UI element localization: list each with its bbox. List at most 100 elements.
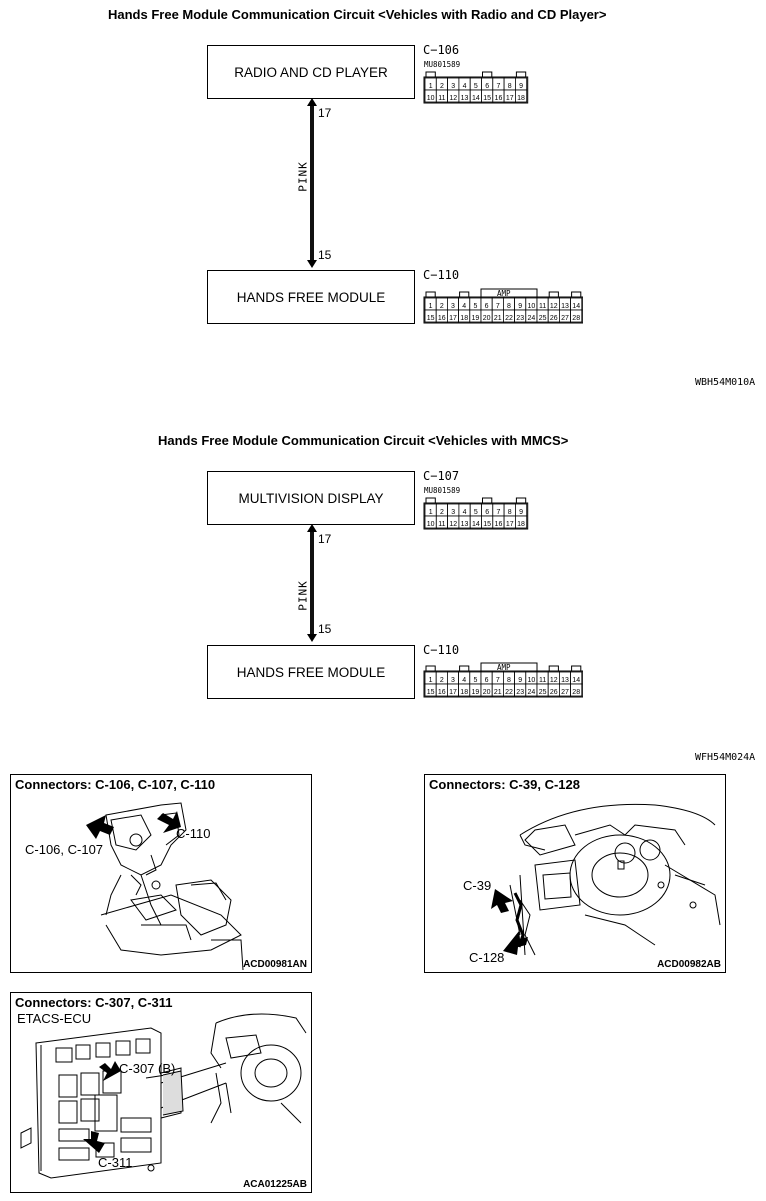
connector-id-c107: C−107 [423,469,460,483]
connector-pin-number: 5 [473,677,477,684]
panel1-title: Connectors: C-106, C-107, C-110 [15,777,216,792]
connector-location-panel-1: Connectors: C-106, C-107, C-110 C-110 C-… [10,774,312,973]
pin-15-label-1: 15 [318,248,332,262]
connector-pin-number: 25 [539,689,547,696]
connector-pin-number: 13 [561,677,569,684]
diagram1-code: WBH54M010A [695,377,756,388]
diagram2-title: Hands Free Module Communication Circuit … [158,433,569,448]
arrow-c311 [83,1131,105,1153]
connector-pin-number: 4 [462,303,466,310]
connector-pin-number: 23 [516,689,524,696]
connector-pin-number: 3 [451,303,455,310]
diagram2-code: WFH54M024A [695,752,756,763]
connector-pin [515,515,528,529]
etacs-ecu-illustration [20,1013,307,1179]
connector-pin-number: 27 [561,689,569,696]
connector-pin-number: 22 [505,689,513,696]
connector-pin [515,89,528,103]
connector-pin-number: 9 [518,303,522,310]
connector-pin-number: 24 [528,315,536,322]
panel2-code: ACD00982AB [657,959,721,970]
connector-pin-number: 14 [472,95,480,102]
amp-label-1: AMP [497,289,511,298]
connector-pin [570,309,583,323]
part-number-c106: MU801589 [424,60,461,69]
connector-pin-number: 8 [507,677,511,684]
connector-pin-number: 6 [485,509,489,516]
connector-pin-number: 14 [472,521,480,528]
arrow-c307 [99,1061,121,1081]
connector-pin-number: 12 [449,521,457,528]
connector-pin-number: 11 [438,521,445,528]
connector-pin-number: 1 [429,677,433,684]
connector-pin-number: 26 [550,689,558,696]
connector-pin-number: 5 [474,83,478,90]
pink-wire-2 [310,530,314,636]
connector-pin-number: 7 [496,509,500,516]
connector-pin-number: 22 [505,315,513,322]
hands-free-module-box-1: HANDS FREE MODULE [207,270,415,324]
connector-pin-number: 2 [440,509,444,516]
pink-wire-1 [310,104,314,262]
connector-pin-number: 16 [438,315,446,322]
connector-pin-number: 19 [472,315,480,322]
arrow-c128 [503,931,528,955]
connector-pin-number: 6 [485,677,489,684]
connector-pin-number: 10 [528,677,536,684]
connector-pin-number: 1 [429,509,433,516]
radio-cd-player-box: RADIO AND CD PLAYER [207,45,415,99]
connector-pin-number: 11 [539,303,546,310]
wire-arrow-top-1 [307,98,317,106]
connector-id-c110-1: C−110 [423,268,460,282]
wire-arrow-bottom-1 [307,260,317,268]
pin-17-label-1: 17 [318,106,332,120]
amp-label-2: AMP [497,663,511,672]
diagram1-title: Hands Free Module Communication Circuit … [108,7,607,22]
arrow-c39 [491,889,513,913]
label-c39: C-39 [463,878,492,893]
connector-pin-number: 17 [506,95,514,102]
panel2-title: Connectors: C-39, C-128 [429,777,580,792]
connector-location-panel-3: Connectors: C-307, C-311 ETACS-ECU [10,992,312,1193]
connector-pin-number: 12 [550,677,558,684]
connector-pin-number: 1 [429,83,433,90]
connector-id-c110-2: C−110 [423,643,460,657]
connector-pin-number: 2 [440,303,444,310]
label-etacs-ecu: ETACS-ECU [17,1011,92,1026]
connector-pin-number: 4 [463,83,467,90]
pin-15-label-2: 15 [318,622,332,636]
connector-pin-number: 17 [449,315,457,322]
connector-pin-number: 10 [528,303,536,310]
panel3-code: ACA01225AB [243,1179,307,1190]
wire-color-label-1: PINK [296,161,310,192]
connector-pin-number: 13 [461,521,469,528]
multivision-display-box: MULTIVISION DISPLAY [207,471,415,525]
connector-pin-number: 14 [572,677,580,684]
connector-pin-number: 18 [460,315,468,322]
connector-pin-number: 3 [451,509,455,516]
label-c307: C-307 (B) [119,1061,176,1076]
wire-arrow-bottom-2 [307,634,317,642]
connector-pin-number: 16 [438,689,446,696]
connector-pin-number: 12 [550,303,558,310]
label-c110: C-110 [176,826,211,841]
dashboard-illustration [491,803,721,956]
connector-pin-number: 1 [429,303,433,310]
connector-pin-number: 12 [449,95,457,102]
connector-pin-number: 24 [528,689,536,696]
connector-pin-number: 7 [496,83,500,90]
connector-pin-number: 17 [506,521,514,528]
pin-17-label-2: 17 [318,532,332,546]
connector-pin-number: 18 [517,95,525,102]
connector-pin-number: 16 [495,95,503,102]
connector-pin-number: 15 [427,315,435,322]
connector-pin-number: 15 [483,95,491,102]
connector-pin-number: 21 [494,315,502,322]
label-c106-c107: C-106, C-107 [25,842,104,857]
